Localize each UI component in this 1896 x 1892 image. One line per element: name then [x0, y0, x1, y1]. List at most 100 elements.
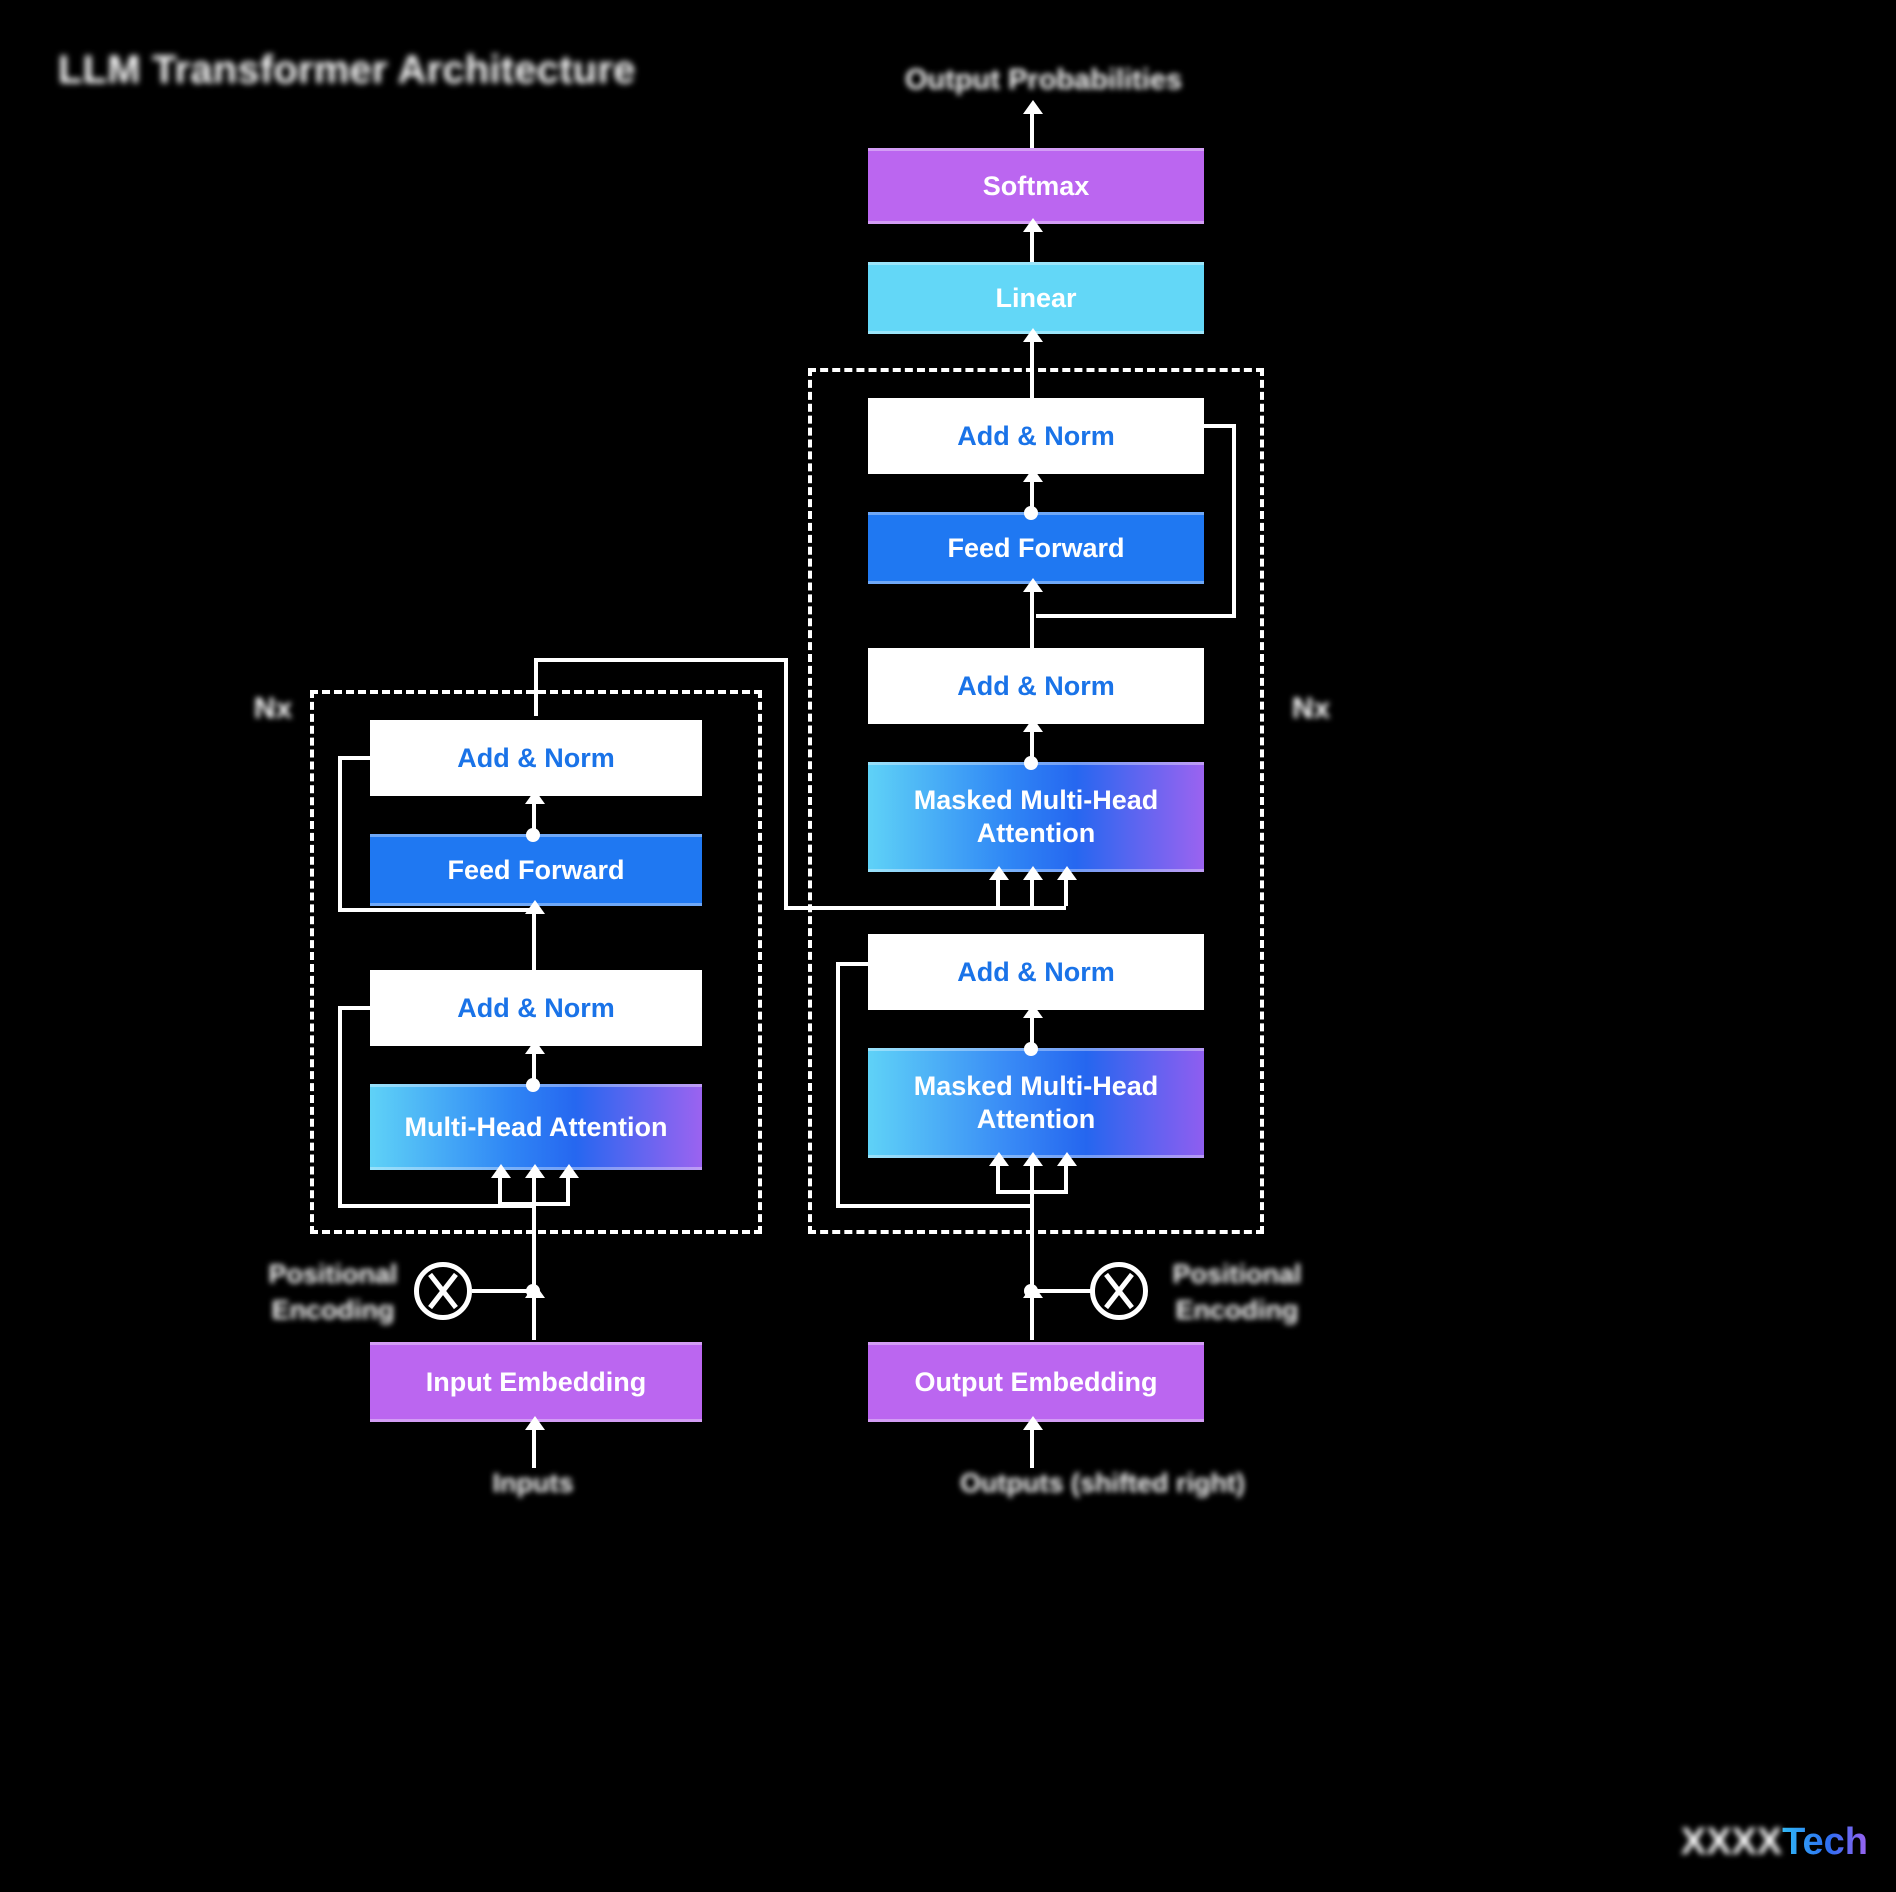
connector-xattn-to-dan-mid [1030, 724, 1034, 762]
output-probabilities-label: Output Probabilities [905, 64, 1183, 96]
sattn-v-line [1064, 1158, 1068, 1192]
connector-dff-to-dan-top [1030, 474, 1034, 512]
encoder-embed-to-sum [532, 1290, 536, 1340]
decoder-self-attention-label: Masked Multi-Head Attention [913, 1071, 1159, 1134]
decoder-sattn-top-dot [1024, 1042, 1038, 1056]
encoder-residual-ff-vert [338, 756, 342, 912]
xattn-q-line [996, 872, 1000, 906]
xattn-v-arrow [1057, 866, 1077, 880]
encoder-stack-count-label: Nx [253, 692, 293, 725]
connector-probs-to-softmax [1030, 108, 1034, 148]
encoder-feed-forward[interactable]: Feed Forward [370, 834, 702, 906]
encoder-attn-top-dot [526, 1078, 540, 1092]
arrow-ean-bottom-in [525, 1040, 545, 1054]
encoder-add-norm-bottom[interactable]: Add & Norm [370, 970, 702, 1046]
xattn-k-arrow [1023, 866, 1043, 880]
encoder-attention-label: Multi-Head Attention [404, 1111, 668, 1142]
connector-sattn-to-dan-bottom [1030, 1010, 1034, 1048]
outputs-arrow [1023, 1416, 1043, 1430]
sattn-v-arrow [1057, 1152, 1077, 1166]
encoder-output-tap [534, 658, 788, 662]
encoder-ff-top-dot [526, 828, 540, 842]
xattn-k-line [1030, 872, 1034, 906]
arrow-dan-mid-in [1023, 718, 1043, 732]
decoder-residual-x-top [836, 962, 872, 966]
connector-linear-to-softmax [1030, 224, 1034, 262]
sattn-q-line [996, 1158, 1000, 1192]
encoder-residual-attn-vert [338, 1006, 342, 1208]
arrow-dff-in [1023, 578, 1043, 592]
encoder-residual-attn-bottom [338, 1204, 534, 1208]
positional-encoding-right-circle [1090, 1262, 1148, 1320]
inputs-to-embedding [532, 1422, 536, 1468]
softmax-box[interactable]: Softmax [868, 148, 1204, 224]
connector-ean-bottom-to-eff [532, 906, 536, 970]
positional-encoding-right-label: Positional Encoding [1172, 1259, 1302, 1326]
outputs-to-embedding [1030, 1422, 1034, 1468]
decoder-residual-ff-top [1204, 424, 1236, 428]
encoder-residual-ff-bottom [338, 908, 534, 912]
linear-box[interactable]: Linear [868, 262, 1204, 334]
connector-eattn-to-ean-bottom [532, 1046, 536, 1084]
eattn-q-arrow [491, 1164, 511, 1178]
decoder-xattn-top-dot [1024, 756, 1038, 770]
decoder-residual-x-bottom [836, 1204, 1032, 1208]
encoder-stack-container [310, 690, 762, 1234]
arrow-linear-in [1023, 328, 1043, 342]
decoder-add-norm-top[interactable]: Add & Norm [868, 398, 1204, 474]
sattn-k-arrow [1023, 1152, 1043, 1166]
encoder-attention[interactable]: Multi-Head Attention [370, 1084, 702, 1170]
decoder-add-norm-mid[interactable]: Add & Norm [868, 648, 1204, 724]
encoder-sum-arrow [525, 1284, 545, 1298]
encoder-to-decoder-horizontal [784, 906, 1066, 910]
decoder-stack-container [808, 368, 1264, 1234]
eattn-q-line [498, 1170, 502, 1204]
output-embedding-box[interactable]: Output Embedding [868, 1342, 1204, 1422]
encoder-residual-ff-top [338, 756, 374, 760]
page-title: LLM Transformer Architecture [58, 48, 636, 92]
decoder-self-attention[interactable]: Masked Multi-Head Attention [868, 1048, 1204, 1158]
sattn-feed-vert [1030, 1190, 1034, 1308]
decoder-embed-to-sum [1030, 1290, 1034, 1340]
connector-dan-mid-to-dff [1030, 584, 1034, 648]
pe-left-to-sum [472, 1289, 534, 1293]
decoder-feed-forward[interactable]: Feed Forward [868, 512, 1204, 584]
encoder-add-norm-top[interactable]: Add & Norm [370, 720, 702, 796]
arrow-probs [1023, 100, 1043, 114]
positional-encoding-left-circle [414, 1262, 472, 1320]
xattn-q-arrow [989, 866, 1009, 880]
positional-encoding-left-label: Positional Encoding [268, 1259, 398, 1326]
decoder-stack-count-label: Nx [1291, 692, 1331, 725]
outputs-label: Outputs (shifted right) [960, 1468, 1245, 1498]
decoder-cross-attention-label: Masked Multi-Head Attention [913, 785, 1159, 848]
arrow-softmax-in [1023, 218, 1043, 232]
brand-logo-name: XXXX [1680, 1821, 1783, 1863]
connector-eff-to-ean-top [532, 796, 536, 834]
brand-logo-suffix: Tech [1782, 1821, 1868, 1863]
sattn-q-arrow [989, 1152, 1009, 1166]
encoder-output-tap-vert [534, 658, 538, 716]
eattn-k-line [532, 1170, 536, 1204]
decoder-residual-ff-bottom [1036, 614, 1236, 618]
pe-right-to-sum [1032, 1289, 1092, 1293]
inputs-arrow [525, 1416, 545, 1430]
decoder-residual-x-vert [836, 962, 840, 1208]
decoder-sum-arrow [1023, 1284, 1043, 1298]
encoder-residual-attn-top [338, 1006, 374, 1010]
decoder-residual-ff-vert [1232, 424, 1236, 618]
inputs-label: Inputs [492, 1468, 574, 1498]
decoder-add-norm-bottom[interactable]: Add & Norm [868, 934, 1204, 1010]
eattn-v-arrow [559, 1164, 579, 1178]
arrow-dan-bottom-in [1023, 1004, 1043, 1018]
decoder-ff-top-dot [1024, 506, 1038, 520]
xattn-v-line [1064, 872, 1068, 906]
input-embedding-box[interactable]: Input Embedding [370, 1342, 702, 1422]
eattn-v-line [566, 1170, 570, 1204]
eattn-k-arrow [525, 1164, 545, 1178]
arrow-dan-top-in [1023, 468, 1043, 482]
arrow-eff-in [525, 900, 545, 914]
decoder-cross-attention[interactable]: Masked Multi-Head Attention [868, 762, 1204, 872]
sattn-k-line [1030, 1158, 1034, 1192]
